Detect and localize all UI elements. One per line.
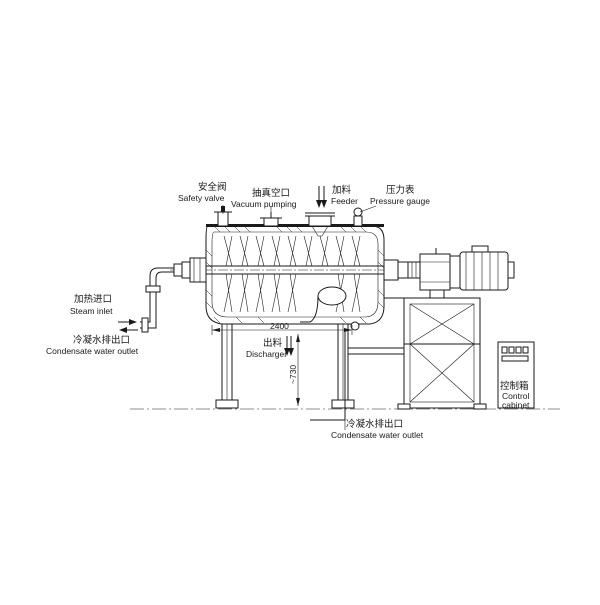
- leader-lines: [222, 205, 377, 430]
- control-label-en-2: cabinet: [502, 400, 530, 410]
- discharger-label-en: Discharger: [246, 349, 287, 359]
- discharger-label-zh: 出料: [263, 337, 283, 349]
- condensate-bottom-label-zh: 冷凝水排出口: [346, 418, 403, 430]
- feeder-arrows: [316, 186, 327, 208]
- feeder-nozzle: [305, 212, 335, 237]
- pressure-label-en: Pressure gauge: [370, 196, 430, 206]
- height-dimension-label: ~730: [288, 365, 298, 384]
- discharge-arrow: [284, 336, 294, 356]
- control-cabinet: [497, 341, 535, 409]
- left-bearing: [173, 257, 207, 283]
- gear-reducer: [419, 248, 451, 299]
- motor: [449, 245, 515, 291]
- vacuum-nozzle: [260, 212, 282, 227]
- feeder-label-en: Feeder: [331, 196, 358, 206]
- pressure-gauge: [353, 207, 363, 227]
- drive-frame: [384, 297, 487, 410]
- control-label-zh: 控制箱: [500, 380, 529, 392]
- control-label-en-1: Control: [502, 391, 530, 401]
- right-bearing: [383, 259, 421, 281]
- length-dimension-label: 2400: [270, 321, 289, 331]
- condensate-left-arrow: [119, 327, 138, 333]
- vacuum-label-en: Vacuum pumping: [231, 199, 297, 209]
- height-dimension: ~730: [288, 334, 300, 406]
- safety-valve-label-en: Safety valve: [178, 193, 225, 203]
- safety-valve-label-zh: 安全阀: [198, 181, 227, 193]
- steam-label-zh: 加热进口: [74, 293, 112, 305]
- vacuum-label-zh: 抽真空口: [252, 187, 290, 199]
- paddles: [223, 235, 361, 313]
- condensate-bottom-label-en: Condensate water outlet: [331, 430, 424, 440]
- length-dimension: 2400: [211, 321, 353, 335]
- steam-inlet-arrow: [118, 319, 137, 325]
- drum-supports: [215, 321, 404, 409]
- condensate-left-label-en: Condensate water outlet: [46, 346, 139, 356]
- steam-label-en: Steam inlet: [70, 306, 113, 316]
- pressure-label-zh: 压力表: [386, 184, 415, 196]
- feeder-label-zh: 加料: [332, 184, 352, 196]
- steam-pipe: [140, 267, 174, 333]
- condensate-left-label-zh: 冷凝水排出口: [73, 334, 130, 346]
